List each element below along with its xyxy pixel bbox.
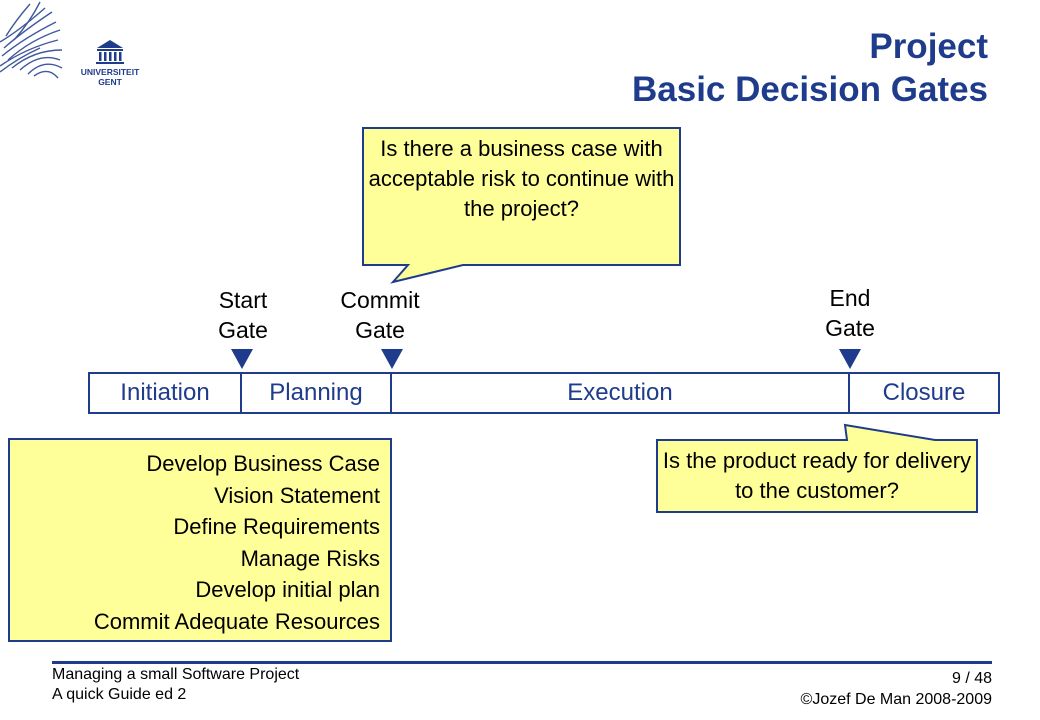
commit-gate-label-line1: Commit bbox=[340, 287, 420, 313]
task-item: Define Requirements bbox=[173, 514, 380, 539]
footer-course: Managing a small Software Project A quic… bbox=[52, 665, 299, 705]
phase-initiation: Initiation bbox=[88, 372, 242, 414]
task-item: Vision Statement bbox=[214, 482, 380, 508]
delivery-question: Is the product ready for delivery to the… bbox=[662, 448, 972, 503]
footer-divider bbox=[52, 661, 992, 664]
end-gate-label-line1: End bbox=[829, 285, 871, 311]
start-gate-label-line1: Start bbox=[218, 287, 268, 313]
university-logo: UNIVERSITEIT GENT bbox=[0, 1, 140, 87]
logo-text-line2: GENT bbox=[98, 77, 122, 87]
end-gate-label: End Gate bbox=[800, 283, 900, 343]
task-item: Develop initial plan bbox=[195, 577, 380, 602]
commit-gate-label-line2: Gate bbox=[355, 317, 405, 343]
page-number: 9 / 48 bbox=[951, 670, 992, 687]
phase-execution: Execution bbox=[392, 372, 850, 414]
start-gate-marker-icon bbox=[231, 349, 253, 369]
footer-course-line2: A quick Guide ed 2 bbox=[52, 686, 187, 703]
end-gate-marker-icon bbox=[839, 349, 861, 369]
start-gate-label: Start Gate bbox=[190, 285, 296, 345]
start-gate-label-line2: Gate bbox=[218, 317, 268, 343]
page-title-line2: Basic Decision Gates bbox=[632, 70, 988, 109]
callout-bubble-top bbox=[362, 127, 681, 284]
callout-bubble-right bbox=[656, 423, 978, 513]
commit-gate-marker-icon bbox=[381, 349, 403, 369]
task-item: Develop Business Case bbox=[146, 451, 380, 476]
page-title-line1: Project bbox=[869, 27, 988, 66]
copyright: ©Jozef De Man 2008-2009 bbox=[800, 691, 992, 708]
task-item: Manage Risks bbox=[240, 545, 380, 571]
university-building-icon bbox=[96, 40, 124, 64]
commit-gate-label: Commit Gate bbox=[325, 285, 435, 345]
business-case-question: Is there a business case with acceptable… bbox=[368, 136, 675, 221]
footer-course-line1: Managing a small Software Project bbox=[52, 666, 300, 683]
planning-tasks-box: Develop Business Case Vision Statement D… bbox=[8, 438, 392, 642]
footer-info: 9 / 48 ©Jozef De Man 2008-2009 bbox=[801, 668, 992, 710]
phase-planning: Planning bbox=[242, 372, 392, 414]
logo-text-line1: UNIVERSITEIT bbox=[81, 67, 140, 77]
phase-closure: Closure bbox=[850, 372, 1000, 414]
task-item: Commit Adequate Resources bbox=[93, 608, 380, 634]
end-gate-label-line2: Gate bbox=[825, 315, 875, 341]
